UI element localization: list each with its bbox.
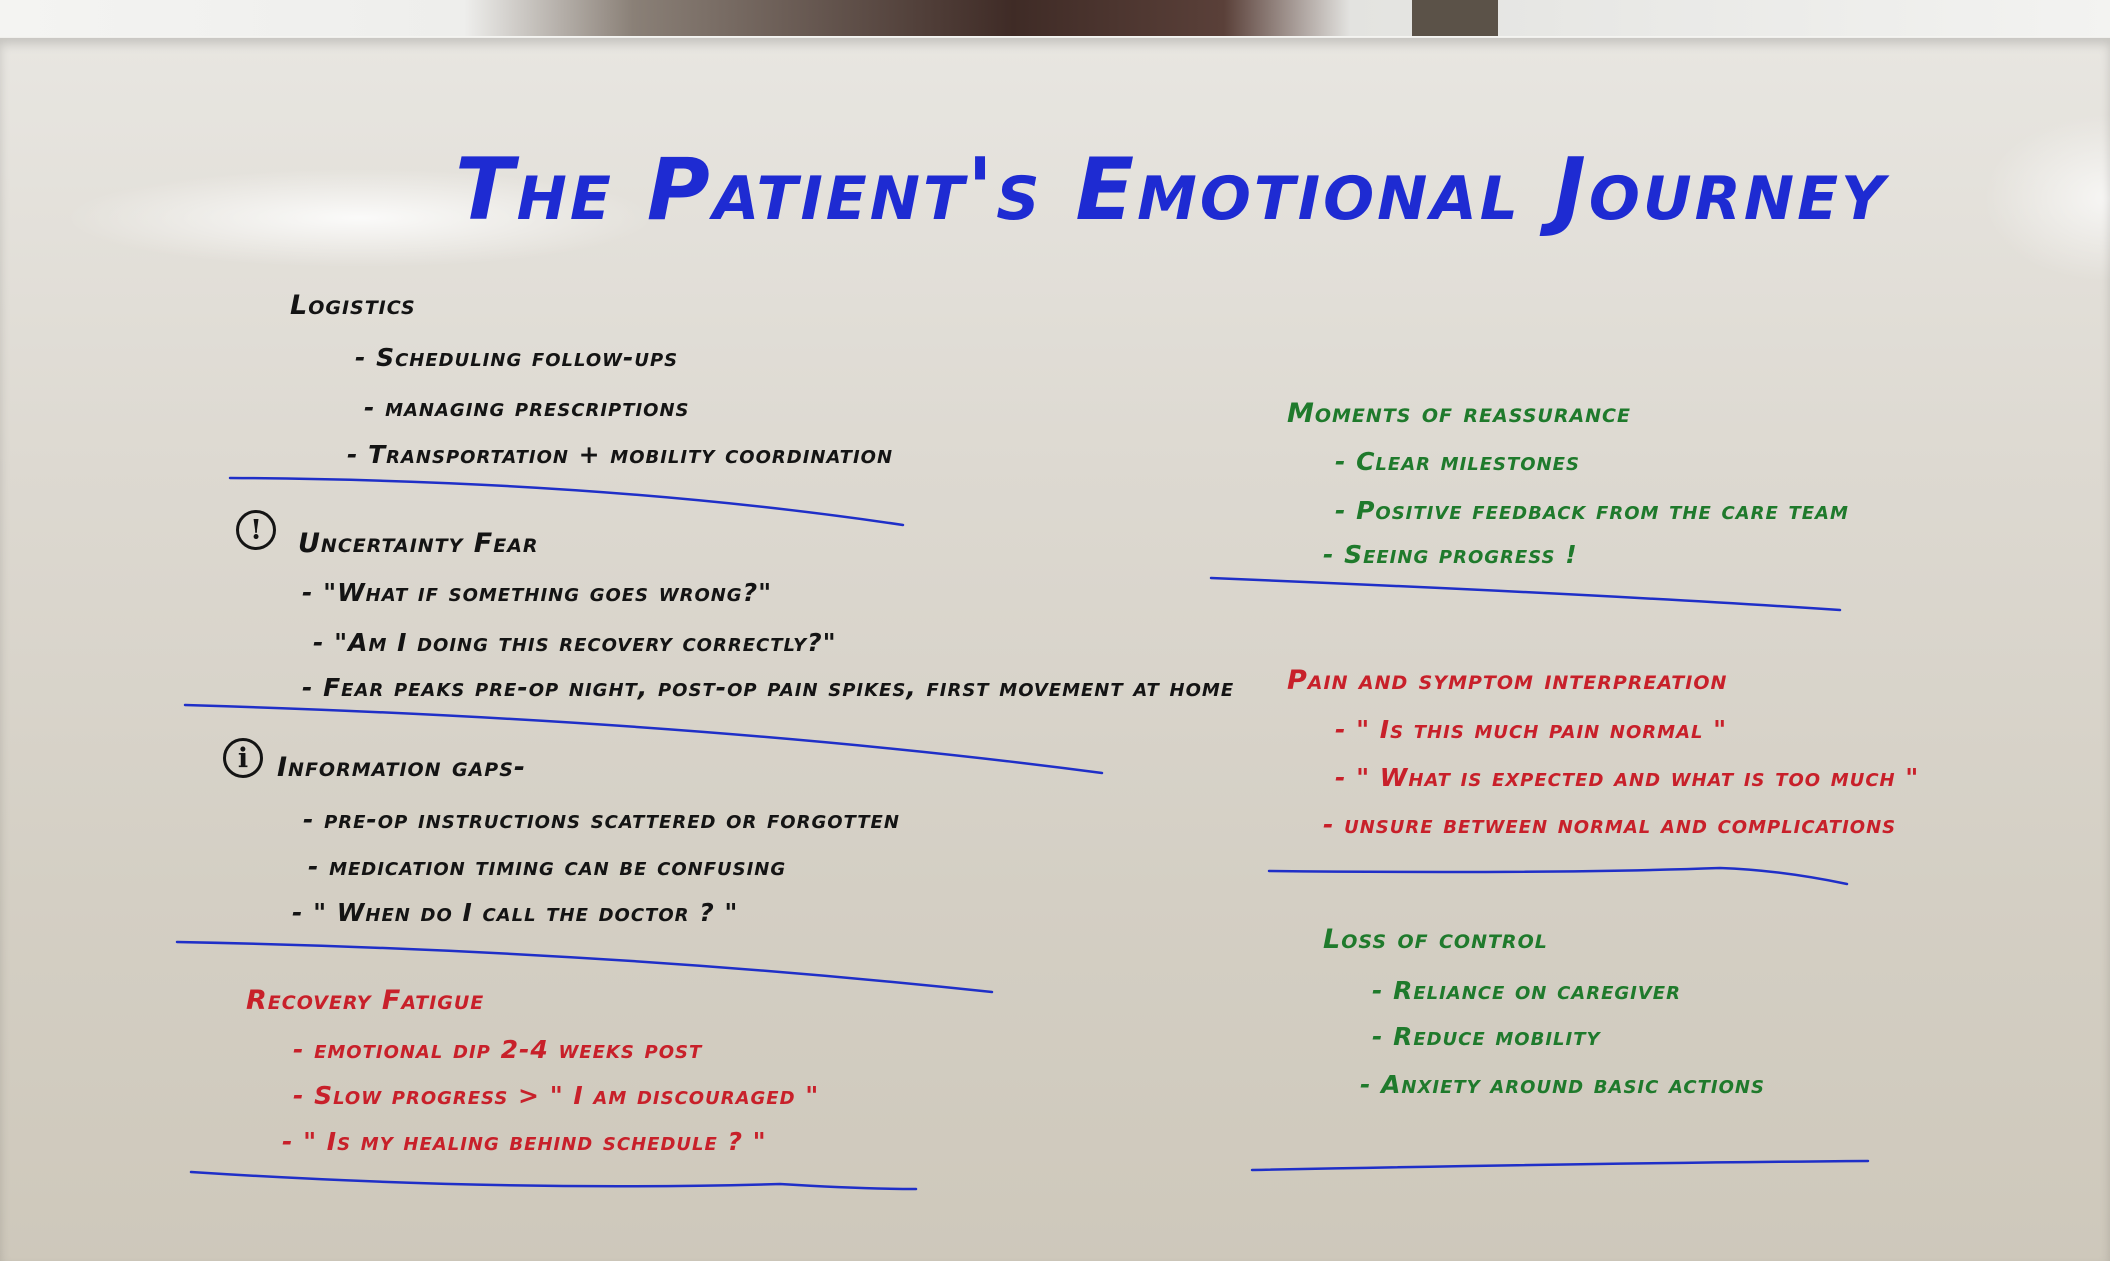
fatigue-item: - Slow progress > " I am discouraged " [293, 1081, 820, 1110]
pain-item: - " What is expected and what is too muc… [1335, 763, 1920, 792]
pain-item: - unsure between normal and complication… [1323, 810, 1897, 839]
uncertainty-item: - Fear peaks pre-op night, post-op pain … [302, 673, 1235, 702]
logistics-item: - managing prescriptions [364, 393, 690, 422]
uncertainty-heading: Uncertainty Fear [298, 528, 539, 559]
board-title: The Patient's Emotional Journey [455, 140, 1888, 240]
fatigue-item: - " Is my healing behind schedule ? " [282, 1127, 767, 1156]
reassurance-heading: Moments of reassurance [1287, 398, 1631, 429]
reassurance-item: - Seeing progress ! [1323, 540, 1578, 569]
logistics-item: - Scheduling follow-ups [355, 343, 679, 372]
exclamation-circle-icon: ! [236, 510, 276, 550]
fatigue-item: - emotional dip 2-4 weeks post [293, 1035, 703, 1064]
logistics-heading: Logistics [290, 290, 416, 321]
control-item: - Reliance on caregiver [1372, 976, 1681, 1005]
information-heading: Information gaps- [277, 752, 527, 783]
information-item: - pre-op instructions scattered or forgo… [303, 805, 900, 834]
information-item: - " When do I call the doctor ? " [292, 898, 739, 927]
uncertainty-item: - "Am I doing this recovery correctly?" [313, 628, 837, 657]
fatigue-heading: Recovery Fatigue [246, 985, 485, 1016]
divider-information [175, 940, 994, 994]
control-item: - Reduce mobility [1372, 1022, 1601, 1051]
information-item: - medication timing can be confusing [308, 852, 787, 881]
info-circle-icon: i [223, 738, 263, 778]
divider-logistics [228, 476, 905, 527]
divider-fatigue [189, 1170, 918, 1191]
divider-pain [1267, 866, 1849, 886]
whiteboard [0, 38, 2110, 1261]
divider-uncertainty [183, 703, 1104, 775]
divider-control [1250, 1159, 1870, 1172]
reassurance-item: - Positive feedback from the care team [1335, 496, 1849, 525]
pain-heading: Pain and symptom interpreation [1287, 665, 1728, 696]
control-item: - Anxiety around basic actions [1360, 1070, 1765, 1099]
logistics-item: - Transportation + mobility coordination [347, 440, 894, 469]
uncertainty-item: - "What if something goes wrong?" [302, 578, 773, 607]
control-heading: Loss of control [1323, 924, 1548, 955]
reassurance-item: - Clear milestones [1335, 447, 1580, 476]
divider-reassurance [1209, 576, 1842, 612]
pain-item: - " Is this much pain normal " [1335, 715, 1728, 744]
